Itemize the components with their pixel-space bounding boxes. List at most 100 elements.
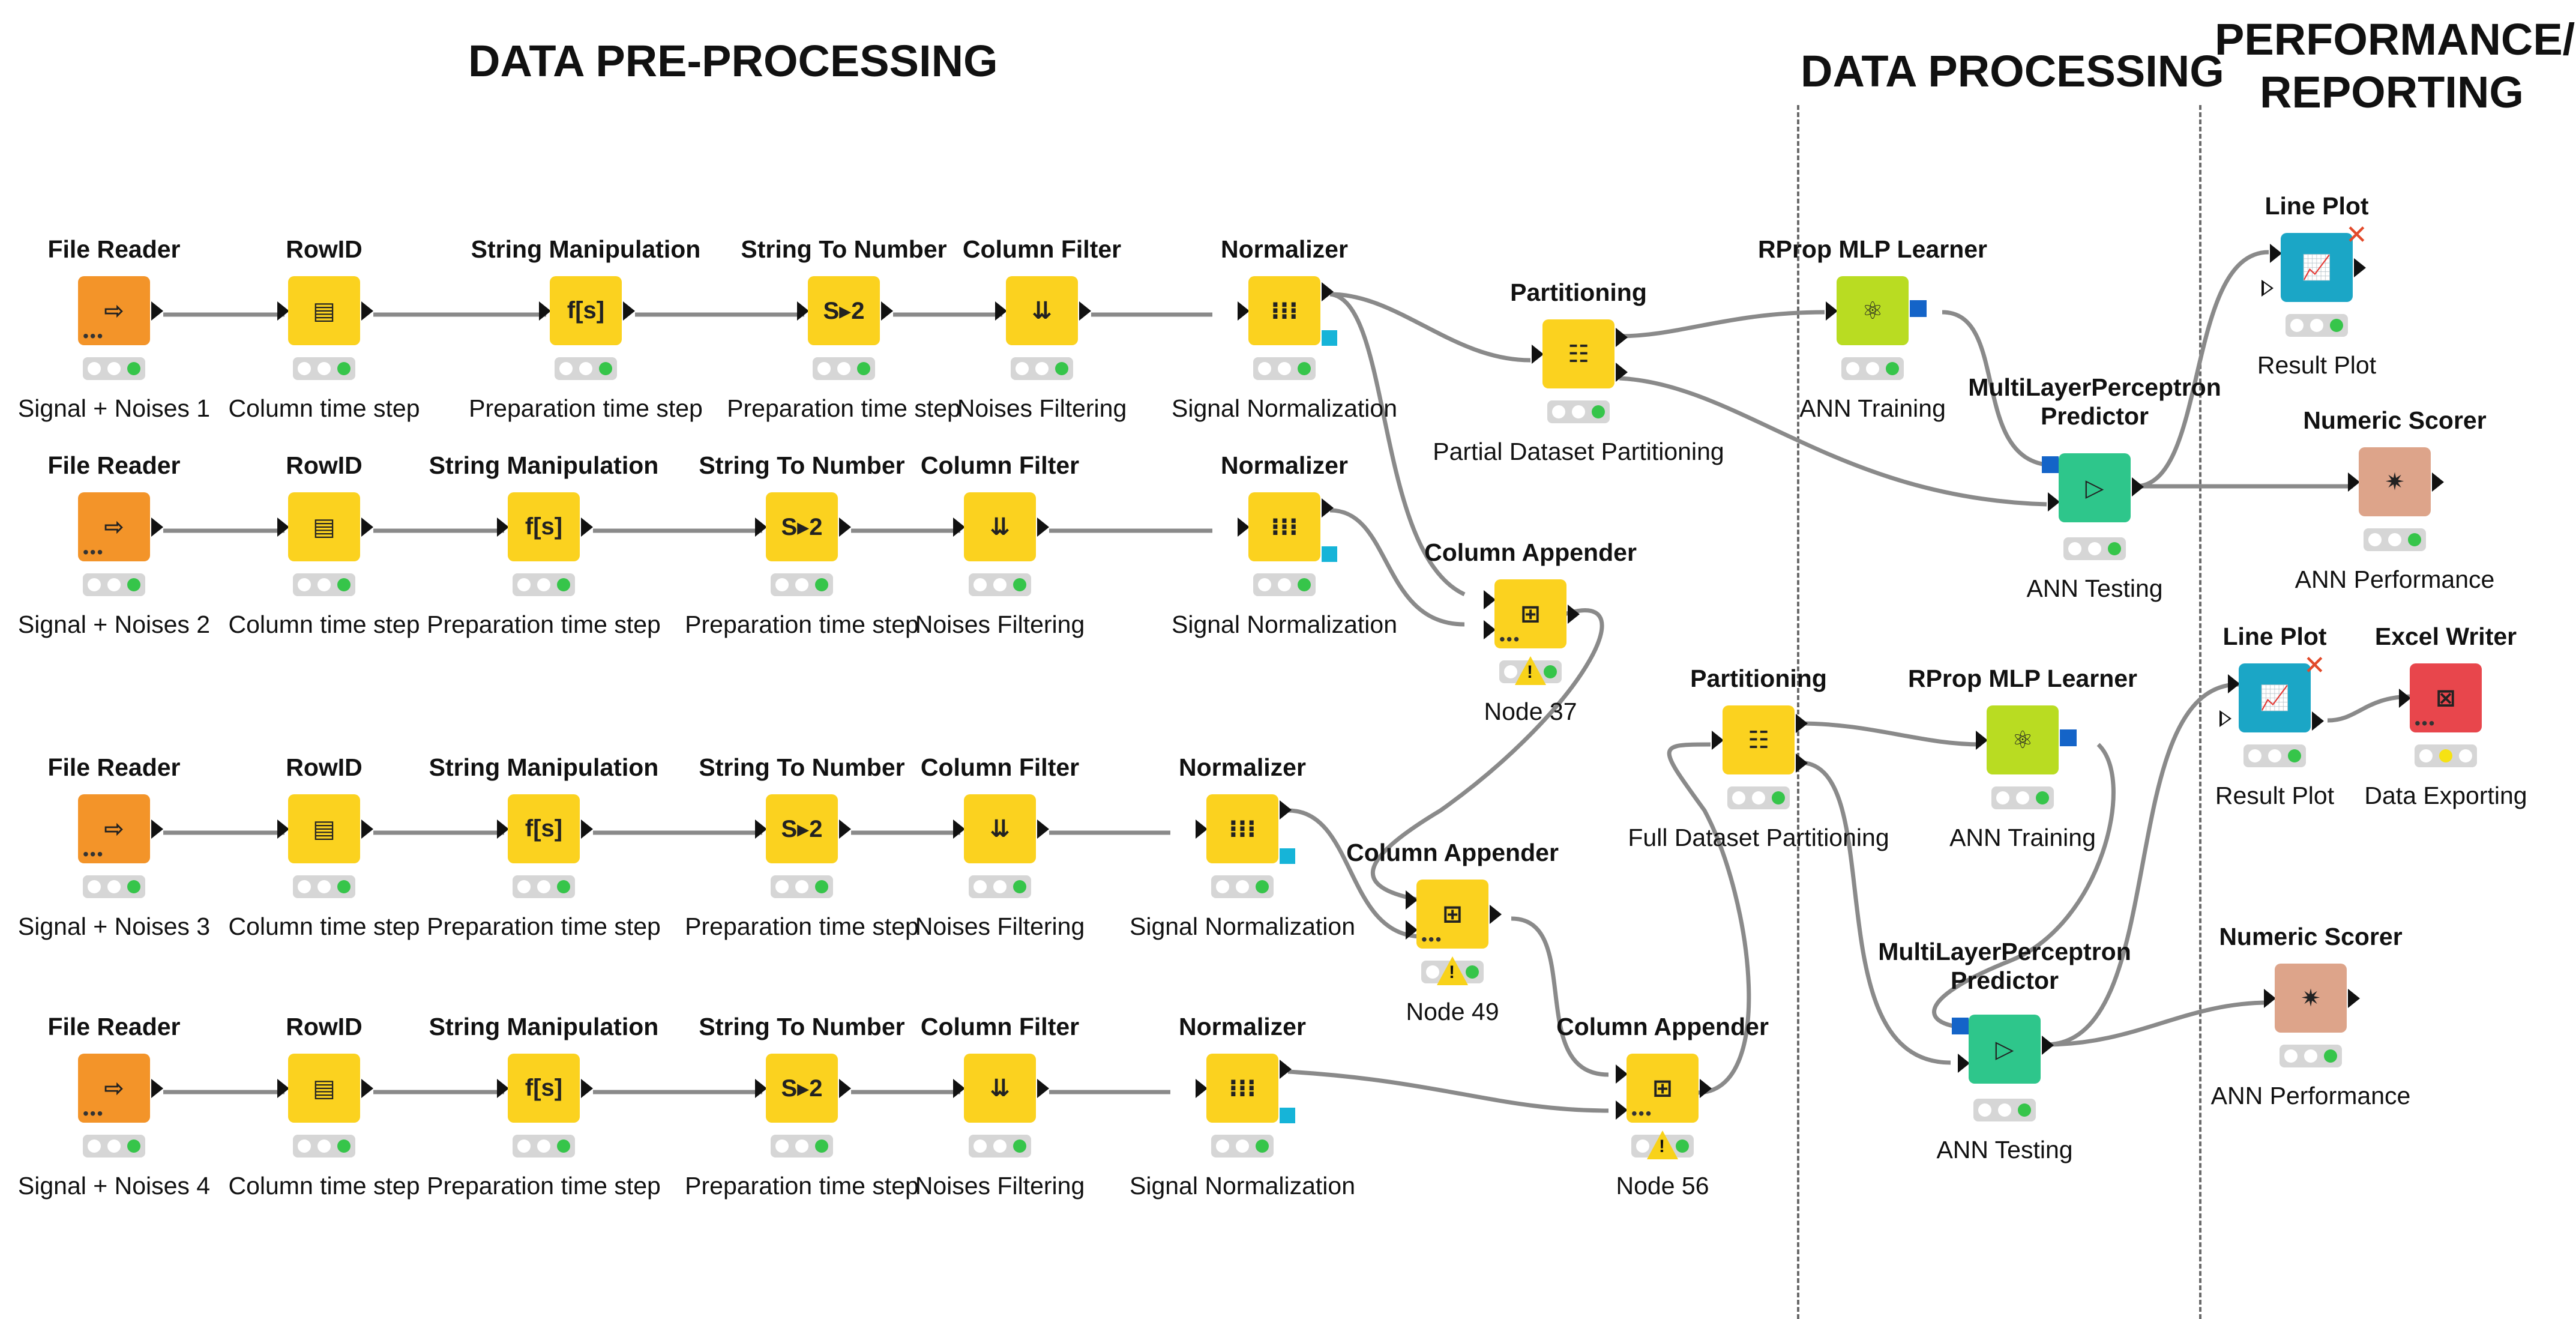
input-port[interactable] — [277, 1079, 289, 1098]
row-id-icon[interactable]: ▤ — [288, 276, 360, 345]
node-column-filter-4[interactable]: Column Filter ⇊ Noises Filtering — [886, 1012, 1114, 1210]
output-port[interactable] — [1616, 363, 1628, 382]
line-chart-icon[interactable]: 📈 — [2281, 233, 2353, 302]
node-normalizer-4[interactable]: Normalizer ⁝⁝⁝ Signal Normalization — [1128, 1012, 1356, 1210]
optional-input-port[interactable] — [2262, 280, 2274, 297]
node-label[interactable]: Signal + Noises 1 — [17, 394, 211, 422]
optional-input-port[interactable] — [2219, 710, 2231, 727]
output-port[interactable] — [1322, 282, 1334, 301]
input-port[interactable] — [1976, 731, 1988, 750]
node-label[interactable]: Column time step — [228, 611, 420, 638]
node-label[interactable]: Preparation time step — [727, 394, 961, 422]
output-port[interactable] — [2312, 711, 2324, 731]
model-output-port[interactable] — [1280, 848, 1295, 864]
node-label[interactable]: Noises Filtering — [915, 913, 1085, 940]
node-label[interactable]: Preparation time step — [685, 611, 919, 638]
input-port[interactable] — [1484, 620, 1496, 639]
column-filter-icon[interactable]: ⇊ — [964, 794, 1036, 863]
node-label[interactable]: ANN Training — [1799, 394, 1946, 422]
input-port[interactable] — [2228, 674, 2240, 693]
output-port[interactable] — [151, 518, 163, 537]
node-label[interactable]: ANN Performance — [2210, 1082, 2411, 1109]
function-icon[interactable]: f[s] — [550, 276, 622, 345]
node-column-appender-37[interactable]: Column Appender ⊞ ••• ! Node 37 — [1416, 537, 1645, 735]
node-label[interactable]: Preparation time step — [427, 913, 661, 940]
input-port[interactable] — [1406, 890, 1418, 910]
node-column-filter-1[interactable]: Column Filter ⇊ Noises Filtering — [928, 234, 1156, 432]
node-excel-writer[interactable]: Excel Writer ⊠ ••• Data Exporting — [2332, 621, 2560, 819]
node-numeric-scorer-1[interactable]: Numeric Scorer ✷ ANN Performance — [2281, 405, 2509, 603]
node-label[interactable]: Partial Dataset Partitioning — [1433, 438, 1724, 465]
line-chart-icon[interactable]: 📈 — [2239, 663, 2311, 732]
normalizer-icon[interactable]: ⁝⁝⁝ — [1206, 794, 1278, 863]
output-port[interactable] — [1280, 800, 1292, 819]
partition-table-icon[interactable]: ☷ — [1723, 705, 1795, 774]
output-port[interactable] — [151, 301, 163, 321]
column-filter-icon[interactable]: ⇊ — [1006, 276, 1078, 345]
node-normalizer-2[interactable]: Normalizer ⁝⁝⁝ Signal Normalization — [1170, 450, 1398, 648]
node-label[interactable]: Signal + Noises 4 — [17, 1172, 211, 1200]
node-file-reader-2[interactable]: File Reader ⇨ ••• Signal + Noises 2 — [0, 450, 228, 648]
output-port[interactable] — [839, 1079, 851, 1098]
input-port[interactable] — [1196, 819, 1208, 839]
string-to-number-icon[interactable]: S▸2 — [766, 1054, 838, 1123]
node-label[interactable]: Signal Normalization — [1129, 1172, 1355, 1200]
node-label[interactable]: ANN Testing — [1936, 1136, 2073, 1164]
input-port[interactable] — [953, 518, 965, 537]
output-port[interactable] — [1796, 753, 1808, 773]
node-string-manipulation-3[interactable]: String Manipulation f[s] Preparation tim… — [427, 752, 661, 950]
function-icon[interactable]: f[s] — [508, 794, 580, 863]
output-port[interactable] — [581, 1079, 593, 1098]
output-port[interactable] — [2132, 477, 2144, 497]
node-partitioning-full[interactable]: Partitioning ☷ Full Dataset Partitioning — [1628, 663, 1889, 862]
node-label[interactable]: Column time step — [228, 1172, 420, 1200]
predictor-play-icon[interactable]: ▷ — [1969, 1015, 2041, 1084]
input-port[interactable] — [755, 518, 767, 537]
input-port[interactable] — [2348, 472, 2360, 492]
normalizer-icon[interactable]: ⁝⁝⁝ — [1248, 492, 1320, 561]
scorer-icon[interactable]: ✷ — [2359, 447, 2431, 516]
node-menu-dots[interactable]: ••• — [1631, 1104, 1653, 1123]
column-append-icon[interactable]: ⊞ — [1494, 579, 1566, 648]
node-label[interactable]: Preparation time step — [469, 394, 703, 422]
input-port[interactable] — [755, 819, 767, 839]
output-port[interactable] — [839, 819, 851, 839]
output-port[interactable] — [1616, 328, 1628, 347]
node-label[interactable]: Signal + Noises 3 — [17, 913, 211, 940]
node-label[interactable]: Result Plot — [2215, 782, 2335, 809]
node-mlp-predictor-2[interactable]: MultiLayerPerceptron Predictor ▷ ANN Tes… — [1878, 937, 2131, 1164]
row-id-icon[interactable]: ▤ — [288, 492, 360, 561]
node-menu-dots[interactable]: ••• — [83, 845, 104, 863]
node-label[interactable]: Column time step — [228, 913, 420, 940]
output-port[interactable] — [151, 819, 163, 839]
node-string-to-number-2[interactable]: String To Number S▸2 Preparation time st… — [685, 450, 919, 648]
output-port[interactable] — [2432, 472, 2444, 492]
node-rowid-3[interactable]: RowID ▤ Column time step — [210, 752, 438, 950]
output-port[interactable] — [839, 518, 851, 537]
output-port[interactable] — [1568, 605, 1580, 624]
node-file-reader-1[interactable]: File Reader ⇨ ••• Signal + Noises 1 — [0, 234, 228, 432]
node-label[interactable]: Noises Filtering — [957, 394, 1127, 422]
output-port[interactable] — [1079, 301, 1091, 321]
scorer-icon[interactable]: ✷ — [2275, 964, 2347, 1033]
file-import-icon[interactable]: ⇨ — [78, 794, 150, 863]
node-string-to-number-4[interactable]: String To Number S▸2 Preparation time st… — [685, 1012, 919, 1210]
string-to-number-icon[interactable]: S▸2 — [808, 276, 880, 345]
node-menu-dots[interactable]: ••• — [83, 1104, 104, 1123]
node-rprop-learner-2[interactable]: RProp MLP Learner ⚛ ANN Training — [1908, 663, 2137, 862]
node-file-reader-3[interactable]: File Reader ⇨ ••• Signal + Noises 3 — [0, 752, 228, 950]
node-normalizer-3[interactable]: Normalizer ⁝⁝⁝ Signal Normalization — [1128, 752, 1356, 950]
node-rprop-learner-1[interactable]: RProp MLP Learner ⚛ ANN Training — [1758, 234, 1987, 432]
node-column-filter-2[interactable]: Column Filter ⇊ Noises Filtering — [886, 450, 1114, 648]
output-port[interactable] — [1700, 1079, 1712, 1098]
node-string-manipulation-2[interactable]: String Manipulation f[s] Preparation tim… — [427, 450, 661, 648]
input-port[interactable] — [953, 1079, 965, 1098]
input-port[interactable] — [1406, 920, 1418, 940]
input-port[interactable] — [1196, 1079, 1208, 1098]
node-line-plot-2[interactable]: Line Plot 📈 ✕ Result Plot — [2161, 621, 2389, 819]
output-port[interactable] — [2348, 989, 2360, 1008]
input-port[interactable] — [2048, 492, 2060, 512]
neural-network-icon[interactable]: ⚛ — [1987, 705, 2059, 774]
excel-export-icon[interactable]: ⊠ — [2410, 663, 2482, 732]
input-port[interactable] — [755, 1079, 767, 1098]
